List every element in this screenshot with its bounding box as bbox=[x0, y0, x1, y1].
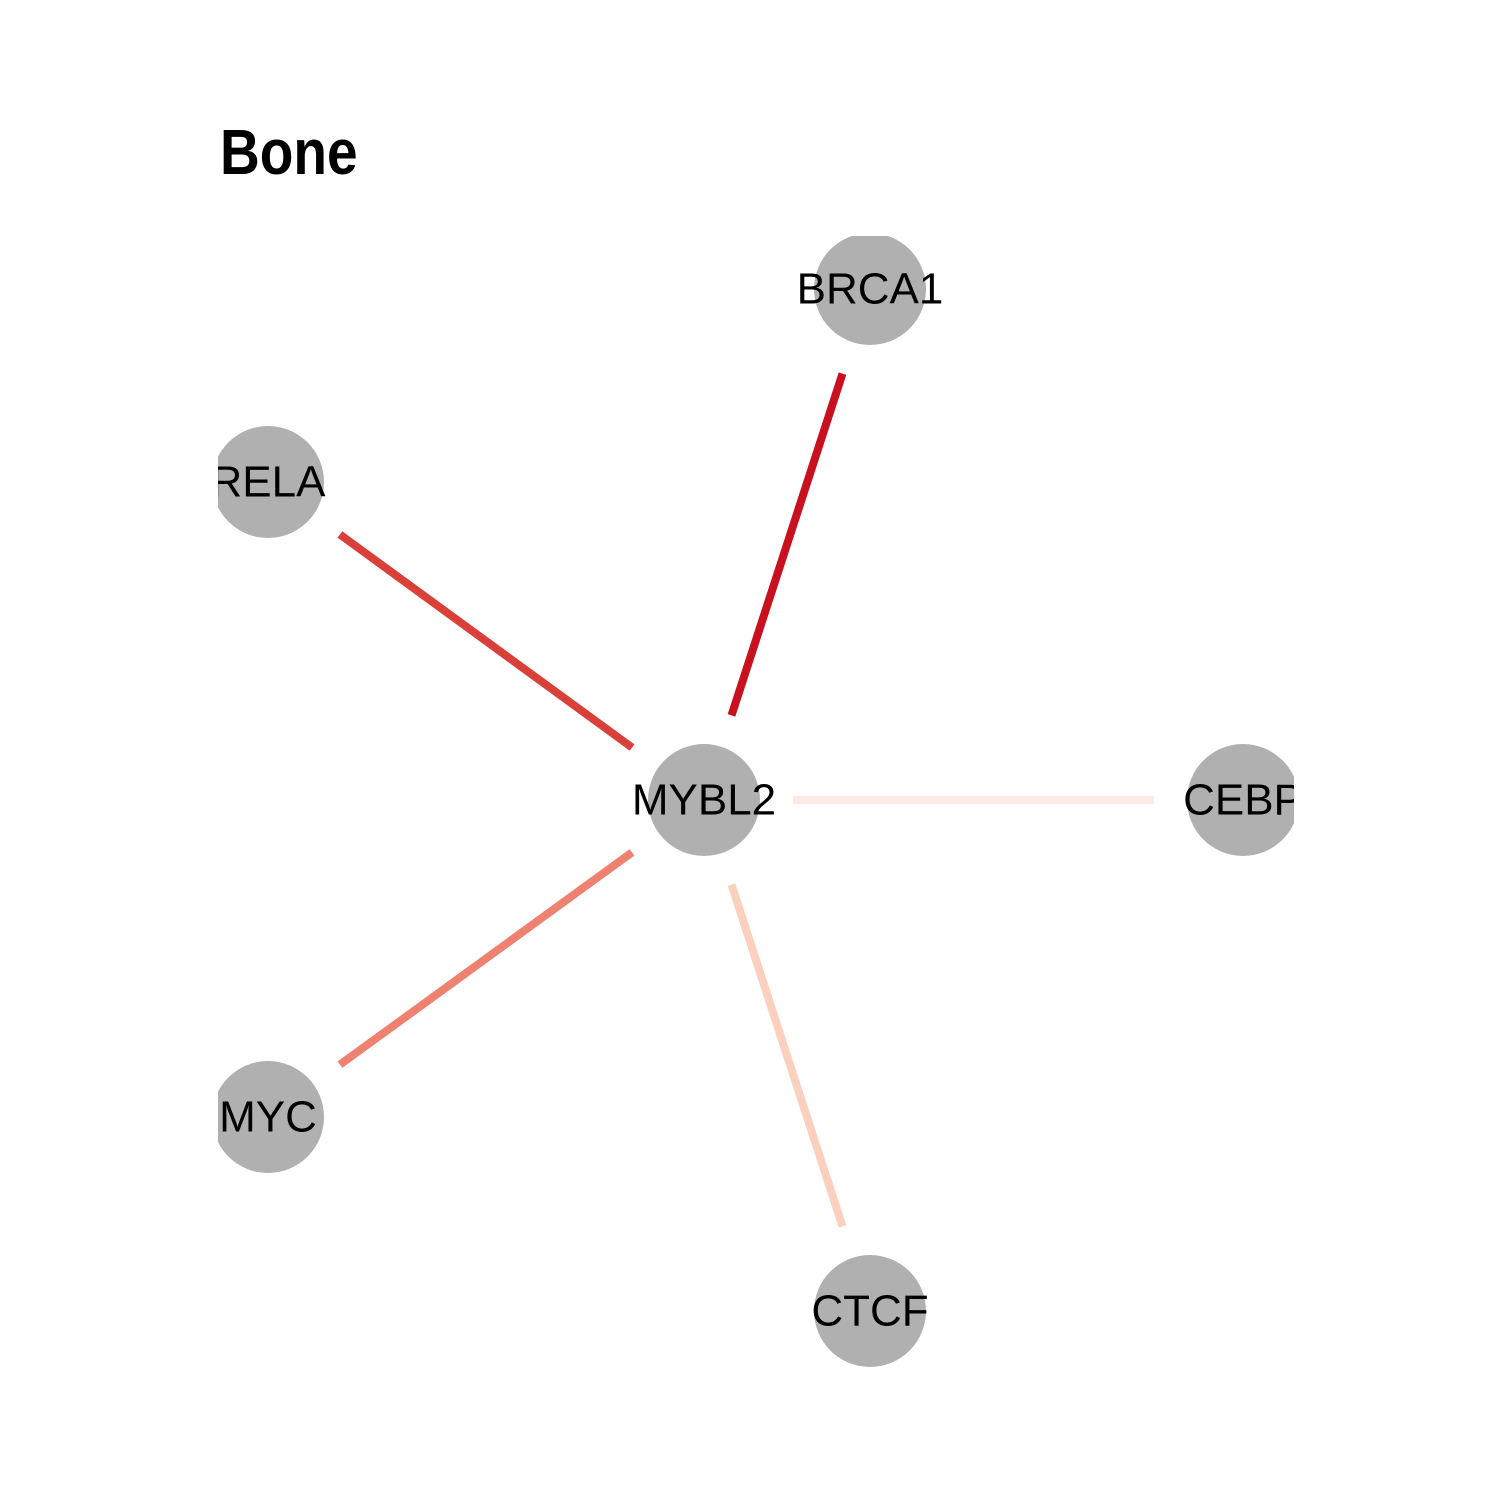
node-circle-myc bbox=[218, 1061, 324, 1173]
node-circle-ctcf bbox=[814, 1255, 926, 1367]
node-circle-mybl2 bbox=[648, 744, 760, 856]
node-brca1: BRCA1 bbox=[797, 236, 944, 345]
node-label-mybl2: MYBL2 bbox=[632, 776, 776, 825]
node-rela: RELA bbox=[211, 426, 327, 538]
node-label-brca1: BRCA1 bbox=[797, 265, 944, 314]
edge-mybl2-brca1 bbox=[727, 372, 847, 717]
node-mybl2: MYBL2 bbox=[632, 744, 776, 856]
node-label-rela: RELA bbox=[211, 458, 327, 507]
edge-mybl2-rela bbox=[337, 531, 635, 751]
node-circle-brca1 bbox=[814, 236, 926, 345]
node-cebp: CEBP bbox=[1183, 744, 1303, 856]
node-circle-rela bbox=[218, 426, 324, 538]
node-label-myc: MYC bbox=[219, 1093, 317, 1142]
edge-mybl2-ctcf bbox=[727, 883, 847, 1228]
edges-layer bbox=[337, 372, 1154, 1228]
node-myc: MYC bbox=[218, 1061, 324, 1173]
node-label-ctcf: CTCF bbox=[811, 1287, 928, 1336]
node-circle-cebp bbox=[1187, 744, 1294, 856]
edge-mybl2-myc bbox=[337, 849, 635, 1068]
chart-title: Bone bbox=[220, 116, 358, 188]
node-label-cebp: CEBP bbox=[1183, 776, 1303, 825]
node-ctcf: CTCF bbox=[811, 1255, 929, 1367]
